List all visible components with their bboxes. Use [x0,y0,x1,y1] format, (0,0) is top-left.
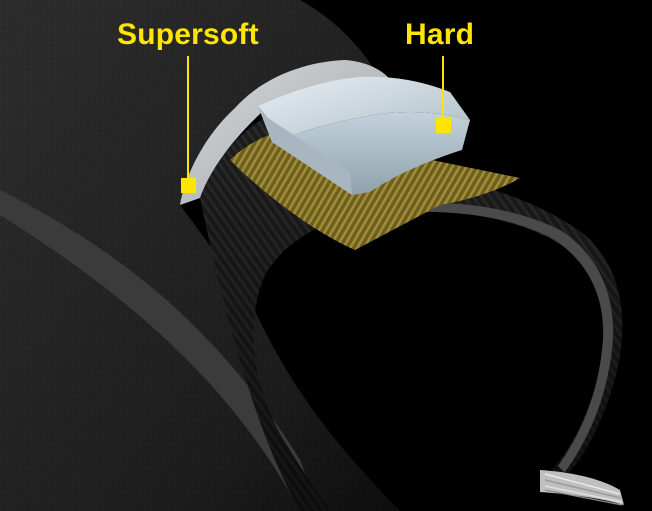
hard-callout-leader [436,56,451,133]
supersoft-compound-layer [180,60,392,205]
outer-casing-shade [0,0,400,511]
supersoft-label: Supersoft [117,18,259,51]
supersoft-callout-leader [181,56,196,193]
hard-label: Hard [405,18,475,51]
hard-compound-top [258,76,470,142]
hard-compound-front [272,112,470,195]
bead-wire-bundle [540,470,624,506]
hard-compound-side [258,106,352,195]
